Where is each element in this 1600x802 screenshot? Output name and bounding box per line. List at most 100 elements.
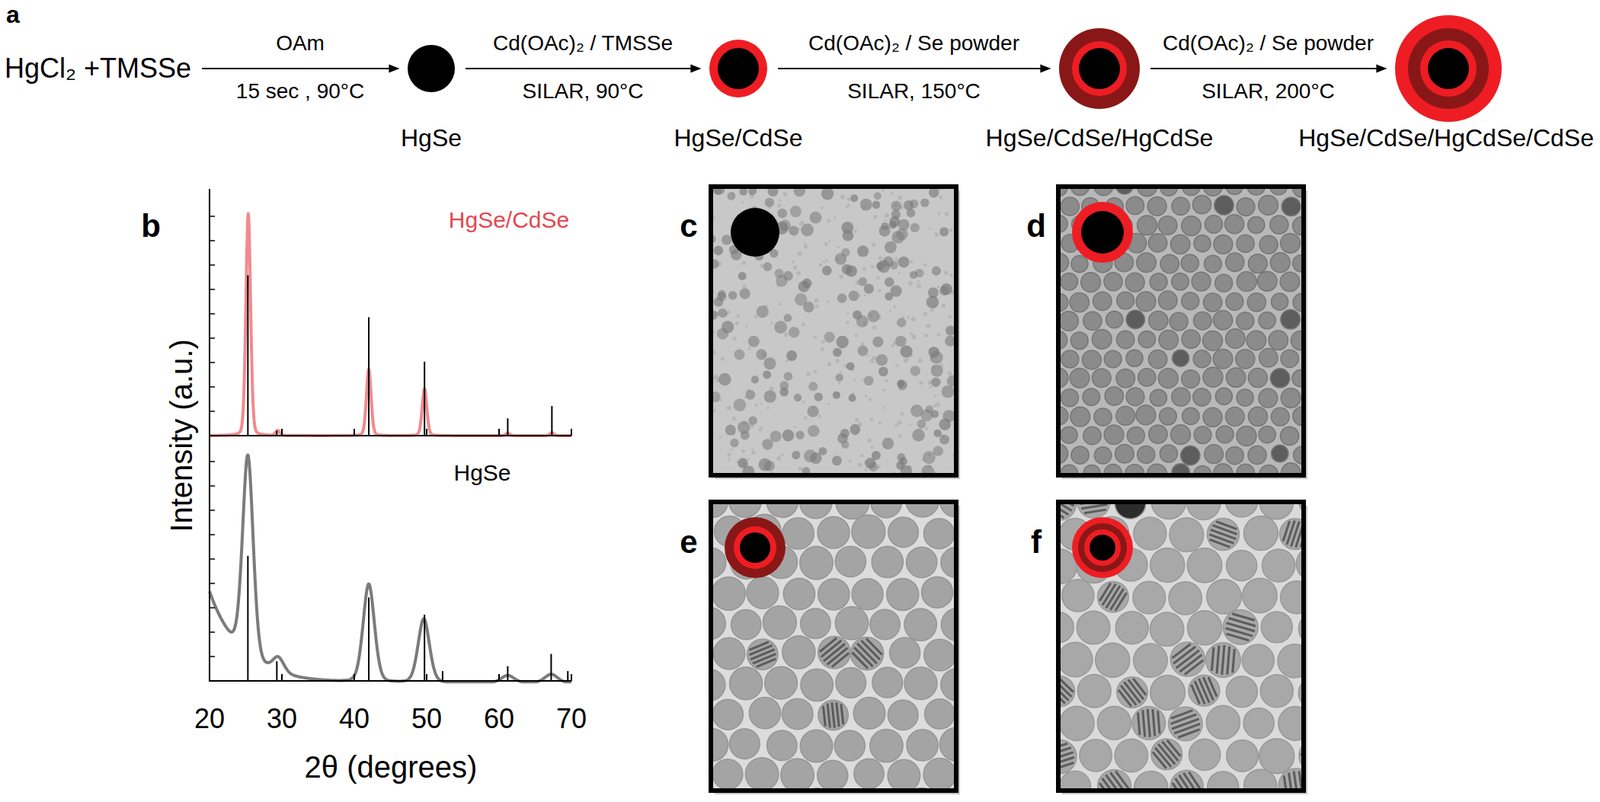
y-tick	[209, 337, 215, 340]
nanocrystal	[1280, 426, 1299, 445]
particle-inset	[1072, 517, 1133, 579]
reaction-arrow	[1150, 67, 1386, 70]
nanocrystal	[1104, 425, 1124, 445]
texture-speck	[720, 399, 723, 402]
texture-speck	[778, 302, 782, 306]
reference-peak	[275, 661, 278, 682]
lattice-fringe	[822, 706, 826, 727]
nanocrystal	[808, 381, 818, 391]
nanocrystal	[870, 729, 903, 762]
nanocrystal	[1058, 611, 1074, 643]
reaction-arrow	[465, 67, 701, 70]
nanocrystal	[1203, 367, 1223, 388]
nanocrystal	[1148, 350, 1167, 369]
nanocrystal	[1193, 426, 1212, 445]
nanocrystal	[1169, 518, 1204, 553]
nanocrystal	[1204, 444, 1224, 464]
texture-speck	[871, 355, 877, 361]
nanocrystal	[891, 209, 901, 219]
nanocrystal	[880, 222, 889, 231]
lattice-fringe	[1183, 773, 1198, 791]
texture-speck	[882, 388, 886, 392]
y-tick	[209, 240, 215, 242]
nanocrystal	[782, 636, 816, 669]
nanocrystal	[718, 373, 732, 387]
texture-speck	[860, 342, 864, 346]
particle-shell	[1427, 48, 1469, 90]
texture-speck	[735, 321, 740, 326]
nanocrystal	[1225, 252, 1245, 272]
nanocrystal	[1280, 581, 1304, 615]
nanocrystal	[1236, 312, 1255, 330]
texture-speck	[890, 345, 894, 349]
nanocrystal	[878, 366, 889, 377]
nanocrystal	[1258, 312, 1276, 330]
texture-speck	[729, 448, 733, 452]
reference-peak	[368, 598, 370, 682]
nanocrystal	[841, 441, 849, 449]
nanocrystal	[784, 313, 793, 323]
lattice-fringe	[1171, 714, 1197, 725]
nanocrystal	[1125, 272, 1145, 292]
panel-letter: e	[679, 524, 698, 560]
nanocrystal	[1248, 446, 1267, 465]
particle-shell	[1395, 15, 1502, 122]
nanocrystal	[1244, 769, 1277, 791]
nanocrystal	[1081, 350, 1101, 370]
nanocrystal	[1170, 642, 1205, 677]
particle-shell	[739, 532, 771, 564]
nanocrystal	[940, 668, 957, 701]
y-tick	[209, 288, 215, 291]
tem-background	[1058, 186, 1304, 476]
nanocrystal	[1260, 675, 1293, 708]
nanocrystal	[850, 636, 884, 670]
nanocrystal	[1207, 771, 1239, 791]
nanocrystal	[1060, 426, 1078, 444]
nanocrystal	[886, 578, 919, 611]
texture-speck	[916, 284, 922, 289]
texture-speck	[846, 197, 851, 202]
nanocrystal	[890, 200, 902, 212]
nanocrystal	[939, 285, 950, 296]
texture-speck	[813, 336, 817, 340]
texture-speck	[848, 204, 851, 207]
reactant-node: HgCl₂ +TMSSe	[4, 53, 192, 84]
y-tick	[209, 582, 215, 585]
x-tick	[281, 428, 283, 436]
x-tick	[498, 428, 500, 436]
nanocrystal	[1126, 387, 1145, 407]
nanocrystal	[763, 390, 776, 403]
nanocrystal	[1171, 272, 1190, 291]
texture-speck	[892, 305, 896, 309]
nanocrystal	[933, 429, 941, 438]
texture-speck	[871, 243, 876, 247]
texture-speck	[877, 288, 882, 293]
lattice-fringe	[1227, 646, 1230, 676]
texture-speck	[908, 281, 913, 286]
texture-speck	[947, 315, 952, 320]
lattice-fringe	[1138, 713, 1140, 736]
nanocrystal	[814, 392, 824, 402]
reference-peak	[550, 654, 552, 682]
nanocrystal	[1133, 643, 1168, 678]
texture-speck	[793, 425, 797, 428]
nanocrystal	[921, 576, 954, 608]
nanocrystal	[729, 729, 760, 760]
texture-speck	[732, 336, 737, 341]
texture-speck	[854, 334, 858, 338]
nanocrystal	[1260, 611, 1293, 644]
texture-speck	[872, 325, 877, 330]
nanocrystal	[876, 354, 888, 366]
nanocrystal	[888, 517, 919, 548]
lattice-fringe	[750, 649, 775, 660]
nanocrystal	[854, 758, 884, 789]
nanocrystal	[1277, 644, 1304, 679]
nanocrystal	[1062, 579, 1095, 612]
nanocrystal	[1081, 272, 1101, 293]
texture-speck	[837, 246, 840, 249]
nanocrystal	[1115, 444, 1135, 464]
nanocrystal	[1159, 444, 1178, 463]
texture-speck	[868, 397, 872, 401]
nanocrystal	[774, 320, 788, 334]
nanocrystal	[803, 301, 815, 314]
